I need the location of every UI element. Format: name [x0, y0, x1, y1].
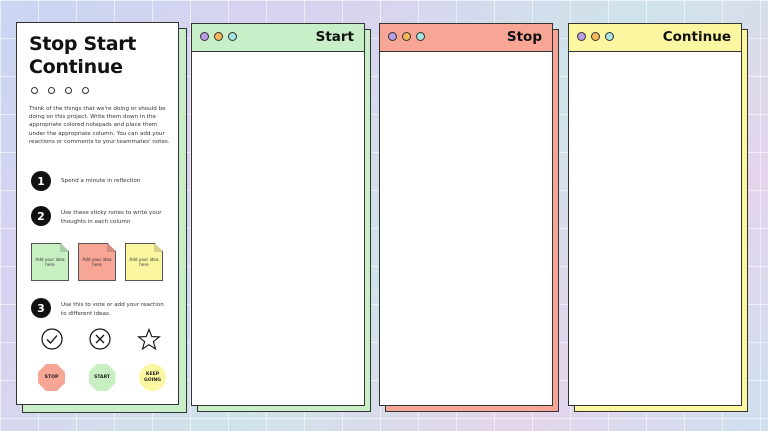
instructions-panel: Stop Start Continue Think of the things … — [16, 22, 179, 405]
sticky-note-green[interactable]: Add your idea here — [31, 243, 69, 281]
step-2: 2 Use these sticky notes to write your t… — [31, 206, 171, 226]
board-title: Stop Start Continue — [29, 33, 137, 78]
continue-column-header: Continue — [569, 24, 741, 52]
reaction-badges: STOP START KEEP GOING — [38, 364, 166, 391]
step-text-3: Use this to vote or add your reaction to… — [61, 302, 164, 317]
step-1: 1 Spend a minute in reflection — [31, 171, 171, 191]
start-column-header: Start — [192, 24, 364, 52]
step-text-2: Use these sticky notes to write your tho… — [61, 210, 162, 225]
start-column-title: Start — [315, 29, 354, 45]
step-number-2: 2 — [31, 206, 51, 226]
stop-column[interactable]: Stop — [379, 23, 553, 406]
window-dots — [577, 32, 614, 41]
sticky-note-red[interactable]: Add your idea here — [78, 243, 116, 281]
intro-text: Think of the things that we're doing or … — [29, 106, 170, 145]
start-column[interactable]: Start — [191, 23, 365, 406]
check-circle-icon[interactable] — [41, 328, 63, 350]
keep-going-badge[interactable]: KEEP GOING — [139, 364, 166, 391]
continue-column[interactable]: Continue — [568, 23, 742, 406]
star-icon[interactable] — [137, 328, 161, 351]
step-number-3: 3 — [31, 298, 51, 318]
stop-column-header: Stop — [380, 24, 552, 52]
stop-column-title: Stop — [506, 29, 542, 45]
step-number-1: 1 — [31, 171, 51, 191]
window-dots — [200, 32, 237, 41]
window-dots — [388, 32, 425, 41]
reaction-icons — [41, 328, 161, 351]
step-text-1: Spend a minute in reflection — [61, 178, 141, 184]
start-badge[interactable]: START — [88, 364, 116, 391]
decorative-dots — [31, 87, 89, 94]
stop-badge[interactable]: STOP — [38, 364, 65, 391]
sticky-notes-palette: Add your idea here Add your idea here Ad… — [31, 243, 163, 281]
x-circle-icon[interactable] — [89, 328, 111, 350]
continue-column-title: Continue — [662, 29, 731, 45]
step-3: 3 Use this to vote or add your reaction … — [31, 298, 171, 318]
sticky-note-yellow[interactable]: Add your idea here — [125, 243, 163, 281]
